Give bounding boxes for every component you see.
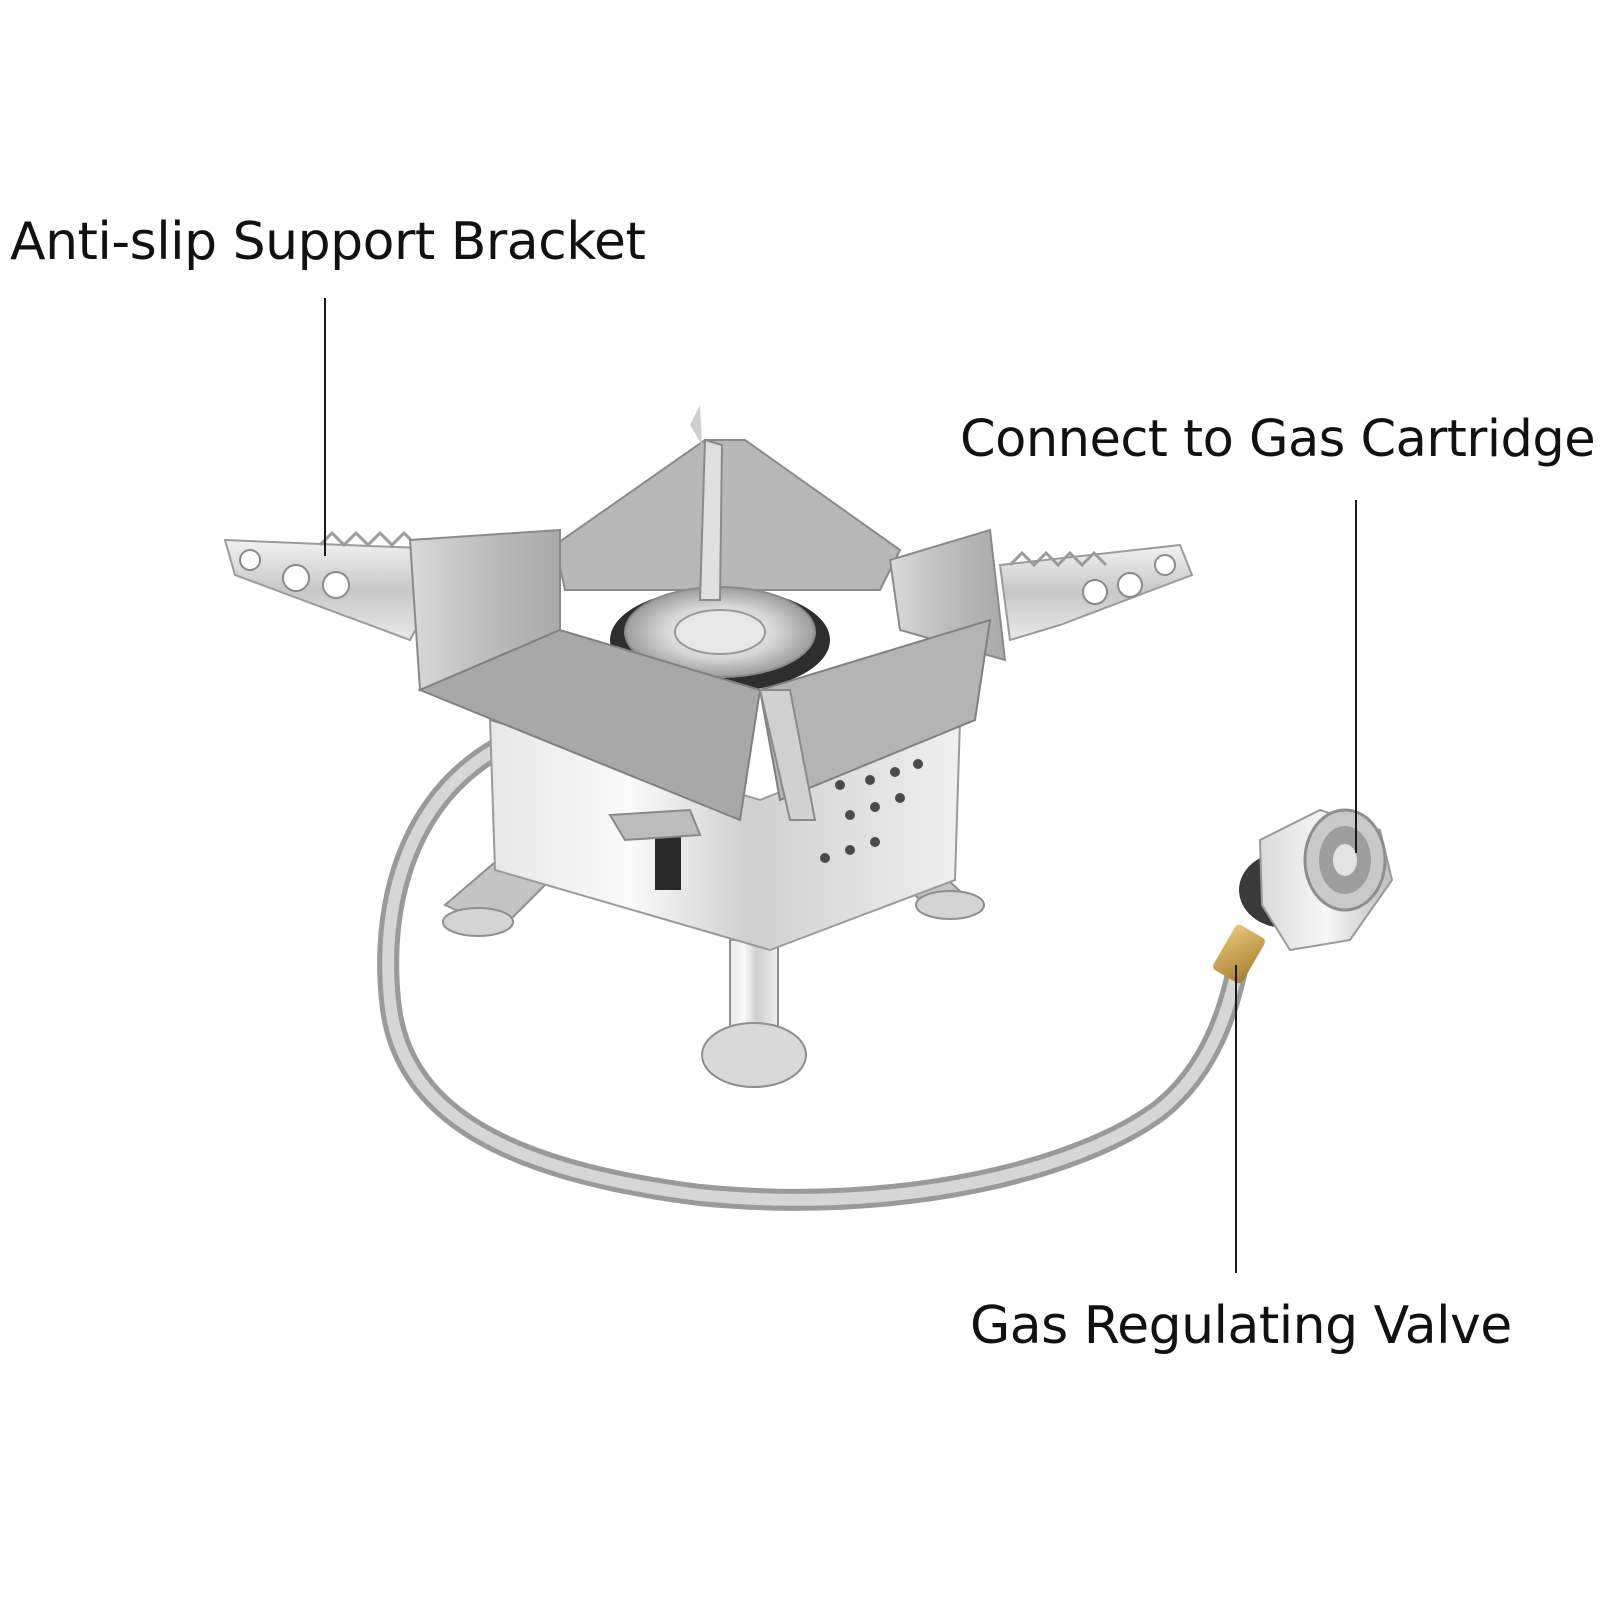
cartridge-connector [1239, 808, 1394, 952]
right-support-bracket [998, 543, 1194, 642]
gas-cartridge-label: Connect to Gas Cartridge [960, 410, 1596, 469]
left-support-bracket [223, 530, 434, 642]
cartridge-leader-line [1355, 500, 1357, 853]
brass-fitting [1213, 924, 1265, 984]
bracket-leader-line [324, 298, 326, 556]
braided-hose [377, 739, 1251, 1211]
valve-leader-line [1235, 965, 1237, 1273]
windshield-panels [408, 405, 1007, 822]
regulating-valve-label: Gas Regulating Valve [970, 1296, 1512, 1356]
anti-slip-bracket-label: Anti-slip Support Bracket [10, 212, 646, 272]
stove-body [488, 718, 962, 952]
